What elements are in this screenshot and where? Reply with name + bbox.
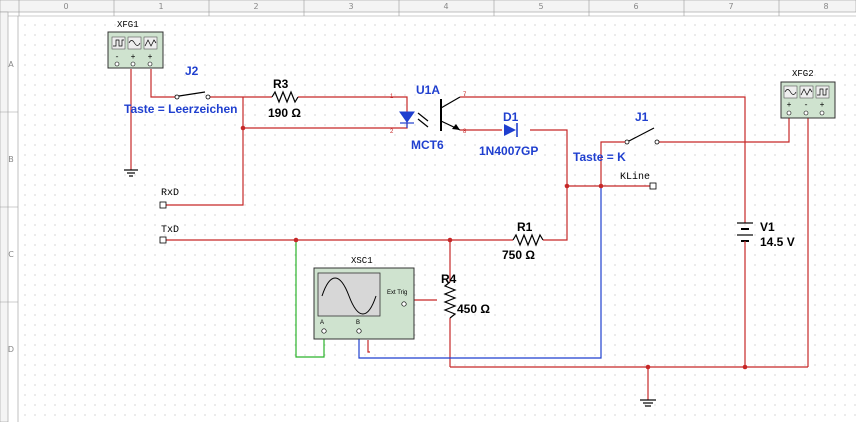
ruler-col-2: 2	[253, 2, 258, 11]
r3-ref: R3	[273, 77, 289, 91]
xfg2-terminal-3[interactable]	[819, 110, 825, 116]
v1-battery[interactable]: V1 14.5 V	[737, 220, 795, 253]
channel-a-terminal[interactable]	[321, 328, 327, 334]
led-icon	[399, 111, 415, 123]
kline-label: KLine	[620, 171, 650, 183]
rxd-connector[interactable]: RxD	[159, 188, 179, 209]
u1-pin-8: 8	[463, 129, 467, 135]
wires-green[interactable]	[295, 240, 325, 358]
ext-trig-label: Ext Trig	[387, 290, 407, 296]
ruler-row-c: C	[8, 250, 14, 259]
j2-ref: J2	[185, 64, 199, 78]
ruler-row-b: B	[8, 155, 14, 164]
channel-b-terminal[interactable]	[356, 328, 362, 334]
u1-type: MCT6	[411, 138, 444, 152]
sine-trace-icon	[321, 277, 377, 315]
u1a-optocoupler[interactable]: U1A 1 2 7 8 MCT6	[390, 83, 467, 152]
ruler-col-8: 8	[823, 2, 828, 11]
u1-pin-2: 2	[390, 129, 394, 135]
xfg1-ref: XFG1	[117, 20, 139, 30]
r1-resistor[interactable]: R1 750 Ω	[502, 220, 544, 262]
txd-label: TxD	[161, 225, 179, 236]
channel-b-label: B	[356, 320, 360, 326]
r3-value: 190 Ω	[268, 106, 301, 120]
ruler-col-6: 6	[633, 2, 638, 11]
side-ruler: A B C D	[0, 11, 19, 422]
xfg2-function-generator[interactable]: XFG2 + - +	[780, 69, 836, 119]
r1-value: 750 Ω	[502, 248, 535, 262]
diode-icon	[504, 124, 516, 136]
v1-value: 14.5 V	[760, 235, 795, 249]
channel-a-label: A	[320, 320, 324, 326]
top-ruler: 0 1 2 3 4 5 6 7 8	[0, 0, 856, 17]
j2-switch[interactable]: J2 Taste = Leerzeichen	[124, 64, 238, 116]
xfg1-function-generator[interactable]: XFG1 - + +	[107, 20, 164, 69]
d1-type: 1N4007GP	[479, 144, 538, 158]
scope-screen	[317, 272, 381, 317]
ruler-col-7: 7	[728, 2, 733, 11]
j1-key-label: Taste = K	[573, 150, 626, 164]
ruler-col-1: 1	[158, 2, 163, 11]
j2-key-label: Taste = Leerzeichen	[124, 102, 238, 116]
square-wave-icon	[815, 85, 830, 99]
rxd-label: RxD	[161, 188, 179, 199]
r4-value: 450 Ω	[457, 302, 490, 316]
xfg2-ref: XFG2	[792, 69, 814, 79]
r3-resistor[interactable]: R3 190 Ω	[268, 77, 301, 120]
r4-resistor[interactable]: R4 450 Ω	[441, 272, 490, 319]
xfg1-terminal-3[interactable]	[147, 61, 153, 67]
square-wave-icon	[111, 36, 126, 50]
xfg2-term-1-label: +	[787, 101, 792, 110]
r1-ref: R1	[517, 220, 533, 234]
xfg1-term-1-label: -	[115, 53, 120, 62]
j1-switch[interactable]: J1 Taste = K	[573, 110, 660, 186]
wires-red[interactable]	[150, 69, 809, 400]
j1-ref: J1	[635, 110, 649, 124]
ruler-col-5: 5	[538, 2, 543, 11]
xfg2-term-3-label: +	[820, 101, 825, 110]
xfg1-terminal-2[interactable]	[130, 61, 136, 67]
txd-connector[interactable]: TxD	[159, 225, 179, 244]
triangle-wave-icon	[143, 36, 158, 50]
xsc1-ref: XSC1	[351, 256, 373, 266]
u1-pin-1: 1	[390, 94, 394, 100]
ground-symbol-main	[640, 399, 656, 407]
xfg1-term-3-label: +	[148, 53, 153, 62]
xfg2-term-2-label: -	[804, 101, 809, 110]
u1-ref: U1A	[416, 83, 440, 97]
ruler-col-3: 3	[348, 2, 353, 11]
ruler-col-0: 0	[63, 2, 68, 11]
xfg2-terminal-2[interactable]	[803, 110, 809, 116]
ruler-row-a: A	[8, 60, 14, 69]
junction-dots	[240, 125, 748, 370]
d1-ref: D1	[503, 110, 519, 124]
xsc1-oscilloscope[interactable]: XSC1 Ext Trig A B	[313, 256, 415, 340]
r4-ref: R4	[441, 272, 457, 286]
triangle-wave-icon	[799, 85, 814, 99]
d1-diode[interactable]: D1 1N4007GP	[479, 110, 538, 158]
dot-grid	[18, 16, 856, 422]
xfg1-term-2-label: +	[131, 53, 136, 62]
v1-ref: V1	[760, 220, 775, 234]
wires-blue[interactable]	[358, 186, 602, 359]
ext-trig-terminal[interactable]	[401, 301, 407, 307]
ruler-col-4: 4	[443, 2, 448, 11]
xfg2-terminal-1[interactable]	[786, 110, 792, 116]
kline-connector[interactable]: KLine	[620, 171, 657, 190]
xfg1-terminal-1[interactable]	[114, 61, 120, 67]
ground-symbol-xfg1	[124, 169, 138, 177]
ruler-row-d: D	[8, 345, 14, 354]
u1-pin-7: 7	[463, 92, 467, 98]
